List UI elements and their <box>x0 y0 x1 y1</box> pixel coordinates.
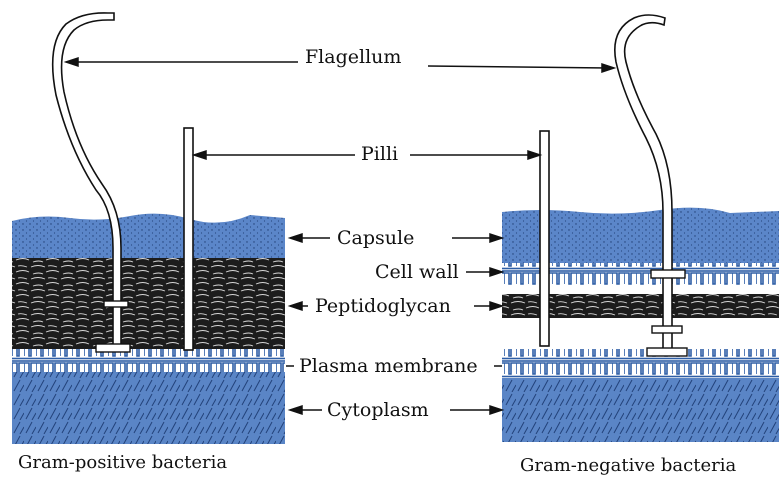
gram-negative-flagellum-hook <box>647 348 687 356</box>
gram-positive-flagellum-hook <box>96 344 130 352</box>
gram-positive-pilus <box>184 128 193 350</box>
gram-positive-peptidoglycan <box>12 258 285 350</box>
flagellum-label: Flagellum <box>302 46 404 68</box>
gram-positive-flagellum-basal-disk <box>104 301 128 307</box>
cytoplasm-label: Cytoplasm <box>324 399 432 421</box>
gram-negative-plasma-membrane <box>502 349 779 378</box>
cell-wall-label: Cell wall <box>372 261 462 283</box>
gram-negative-flagellum-disk-2 <box>652 326 682 333</box>
gram-negative-cell <box>502 15 779 442</box>
gram-negative-flagellum-disk-1 <box>651 270 685 278</box>
gram-negative-cytoplasm <box>502 378 779 442</box>
plasma-membrane-label: Plasma membrane <box>296 355 481 377</box>
gram-positive-capsule <box>12 214 285 258</box>
gram-positive-cell <box>12 13 285 444</box>
gram-negative-pilus <box>540 131 549 346</box>
peptidoglycan-label: Peptidoglycan <box>312 295 454 317</box>
gram-positive-plasma-membrane <box>12 349 285 372</box>
gram-positive-cytoplasm <box>12 372 285 444</box>
capsule-label: Capsule <box>334 227 417 249</box>
gram-positive-caption: Gram-positive bacteria <box>18 452 227 474</box>
gram-negative-caption: Gram-negative bacteria <box>520 455 736 477</box>
pilli-label: Pilli <box>358 143 401 165</box>
